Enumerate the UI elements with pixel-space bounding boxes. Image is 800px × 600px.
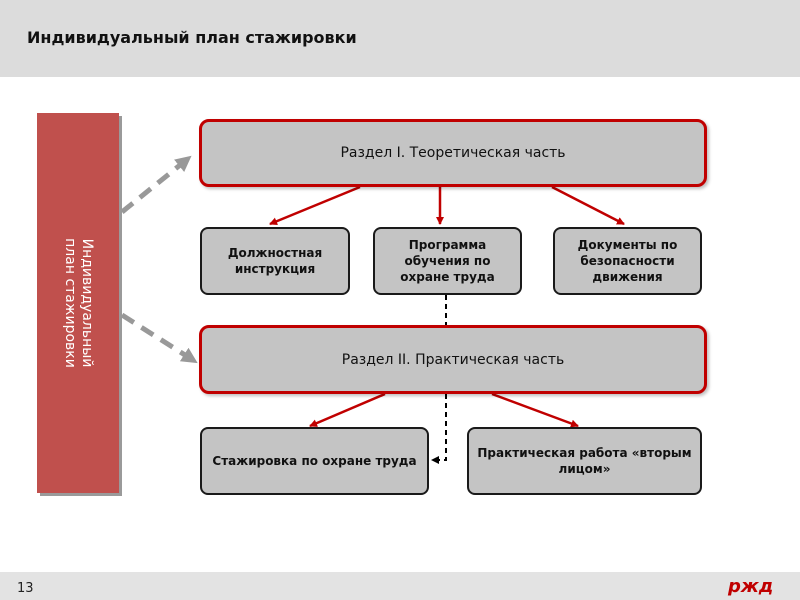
second-person-work-box: Практическая работа «вторым лицом» [467,427,702,495]
second-person-work-label: Практическая работа «вторым лицом» [477,446,692,476]
dashed-arrow-to-theory [120,155,192,214]
safety-program-label: Программа обучения по охране труда [400,238,495,284]
section-practice-box: Раздел II. Практическая часть [199,325,707,394]
sidebar-panel [37,113,119,493]
internship-safety-box: Стажировка по охране труда [200,427,429,495]
arrow-to-second-person-work [491,392,579,428]
arrow-to-internship-safety [309,392,386,428]
page-title: Индивидуальный план стажировки [27,28,357,47]
arrow-to-traffic-docs [551,185,625,226]
job-instruction-label: Должностная инструкция [227,246,323,276]
traffic-docs-label: Документы по безопасности движения [577,238,678,284]
page-number: 13 [17,581,34,596]
section-theory-title: Раздел I. Теоретическая часть [340,145,566,161]
dashed-arrow-to-practice [120,312,198,365]
header-bar [0,0,800,77]
section-theory-box: Раздел I. Теоретическая часть [199,119,707,187]
section-practice-title: Раздел II. Практическая часть [341,351,565,368]
internship-safety-label: Стажировка по охране труда [212,454,417,468]
rzd-logo-icon: ржд [727,576,773,597]
arrow-to-job-instruction [269,185,361,226]
traffic-docs-box: Документы по безопасности движения [553,227,702,295]
dashed-link-to-internship [431,394,447,464]
job-instruction-box: Должностная инструкция [200,227,350,295]
safety-program-box: Программа обучения по охране труда [373,227,522,295]
footer-bar [0,572,800,600]
svg-text:ржд: ржд [727,576,773,597]
